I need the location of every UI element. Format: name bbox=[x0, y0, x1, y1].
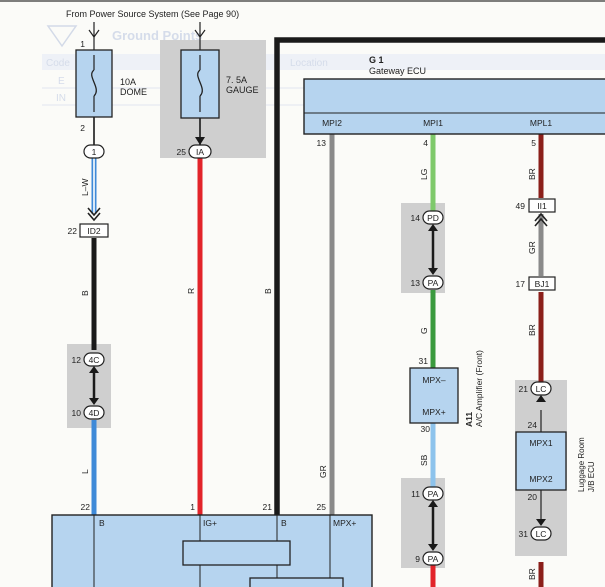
pin-number: 30 bbox=[421, 424, 431, 434]
pin-number: 1 bbox=[190, 502, 195, 512]
background-table-title: Ground Points bbox=[112, 28, 202, 43]
pin-number: 31 bbox=[419, 356, 429, 366]
gateway-pin-label: MPL1 bbox=[530, 118, 552, 128]
pin-number: 12 bbox=[72, 355, 82, 365]
pin-number: 21 bbox=[519, 384, 529, 394]
ac-amplifier-box bbox=[409, 367, 459, 424]
luggage-pin-top: MPX1 bbox=[529, 438, 552, 448]
pin-number: 49 bbox=[516, 201, 526, 211]
pin-number: 11 bbox=[411, 489, 420, 499]
connector-label: PA bbox=[428, 278, 439, 288]
arrowheads bbox=[89, 137, 546, 551]
pin-number: 17 bbox=[516, 279, 526, 289]
meter-ecu bbox=[51, 514, 373, 587]
ac-amp-pin-bottom: MPX+ bbox=[422, 407, 445, 417]
gauge-fuse-name: GAUGE bbox=[226, 85, 259, 95]
wire-color-label: LG bbox=[419, 169, 429, 180]
background-col-location: Location bbox=[290, 58, 328, 69]
chevron-icon bbox=[534, 217, 548, 227]
pin-number: 25 bbox=[317, 502, 327, 512]
gateway-ecu bbox=[303, 78, 605, 135]
connector-label: IA bbox=[196, 147, 204, 157]
pin-number: 2 bbox=[80, 123, 85, 133]
gateway-name: Gateway ECU bbox=[369, 66, 426, 76]
wire-color-label: L bbox=[80, 469, 90, 474]
connector-label: 4C bbox=[89, 355, 100, 365]
gateway-code: G 1 bbox=[369, 55, 384, 65]
wire-color-label: SB bbox=[419, 454, 429, 466]
pin-number: 21 bbox=[263, 502, 273, 512]
source-note: From Power Source System (See Page 90) bbox=[66, 9, 239, 19]
ac-amp-code: A11 bbox=[464, 412, 474, 427]
pin-number: 9 bbox=[415, 554, 420, 564]
oval-connectors bbox=[83, 144, 552, 566]
pin-number: 31 bbox=[519, 529, 529, 539]
pin-numbers: 1 2 25 22 12 10 22 1 21 25 13 4 5 14 13 … bbox=[68, 39, 538, 564]
connector-label: 4D bbox=[89, 408, 100, 418]
meter-pin-label: B bbox=[99, 518, 105, 528]
pin-number: 4 bbox=[423, 138, 428, 148]
gauge-fuse bbox=[180, 49, 220, 119]
gateway-pin-label: MPI2 bbox=[322, 118, 342, 128]
wire-color-label: G bbox=[419, 327, 429, 334]
ac-amp-pin-top: MPX– bbox=[422, 375, 445, 385]
pin-number: 20 bbox=[528, 492, 538, 502]
ac-amp-name: A/C Amplifier (Front) bbox=[474, 350, 484, 427]
pin-number: 22 bbox=[81, 502, 91, 512]
meter-pin-label: MPX+ bbox=[333, 518, 356, 528]
wire-color-label: GR bbox=[318, 465, 328, 478]
connector-label: PA bbox=[428, 489, 439, 499]
connector-label: 1 bbox=[92, 147, 97, 157]
chevron-icon bbox=[87, 212, 101, 222]
chevron-icon bbox=[87, 207, 101, 217]
rect-connectors bbox=[79, 198, 556, 291]
wire-color-label: GR bbox=[527, 241, 537, 254]
dome-fuse-name: DOME bbox=[120, 87, 147, 97]
pin-number: 13 bbox=[411, 278, 421, 288]
pin-number: 1 bbox=[80, 39, 85, 49]
pin-number: 25 bbox=[177, 147, 187, 157]
pin-number: 13 bbox=[317, 138, 327, 148]
connector-label: LC bbox=[536, 529, 547, 539]
wire-color-label: B bbox=[263, 288, 273, 294]
connector-label: II1 bbox=[537, 201, 547, 211]
chevron-icon bbox=[534, 212, 548, 222]
gateway-pin-label: MPI1 bbox=[423, 118, 443, 128]
pin-number: 10 bbox=[72, 408, 82, 418]
luggage-name-2: J/B ECU bbox=[587, 461, 596, 492]
background-row-code: IN bbox=[56, 93, 66, 104]
pin-number: 22 bbox=[68, 226, 78, 236]
background-row-code: E bbox=[58, 76, 65, 87]
wire-color-label: L–W bbox=[80, 179, 90, 196]
wire-color-label: BR bbox=[527, 168, 537, 180]
connector-label: BJ1 bbox=[535, 279, 550, 289]
pin-number: 5 bbox=[531, 138, 536, 148]
connector-label: LC bbox=[536, 384, 547, 394]
luggage-pin-bottom: MPX2 bbox=[529, 474, 552, 484]
wire-color-label: BR bbox=[527, 568, 537, 580]
connector-label: ID2 bbox=[87, 226, 101, 236]
connector-label: PA bbox=[428, 554, 439, 564]
luggage-name-1: Luggage Room bbox=[577, 437, 586, 492]
pin-number: 24 bbox=[528, 420, 538, 430]
meter-pin-label: IG+ bbox=[203, 518, 217, 528]
luggage-jb-ecu-box bbox=[515, 431, 567, 491]
meter-pin-label: B bbox=[281, 518, 287, 528]
pin-number: 14 bbox=[411, 213, 421, 223]
wire-color-label: BR bbox=[527, 324, 537, 336]
dome-fuse-rating: 10A bbox=[120, 77, 136, 87]
wires bbox=[88, 22, 605, 587]
gauge-fuse-rating: 7. 5A bbox=[226, 75, 247, 85]
dome-fuse bbox=[75, 49, 113, 118]
wire-color-label: R bbox=[186, 288, 196, 294]
wire-color-labels: L–W B L R B GR LG G SB BR GR BR BR bbox=[80, 168, 537, 580]
background-col-code: Code bbox=[46, 58, 70, 69]
wire-color-label: B bbox=[80, 290, 90, 296]
connector-label: PD bbox=[427, 213, 439, 223]
